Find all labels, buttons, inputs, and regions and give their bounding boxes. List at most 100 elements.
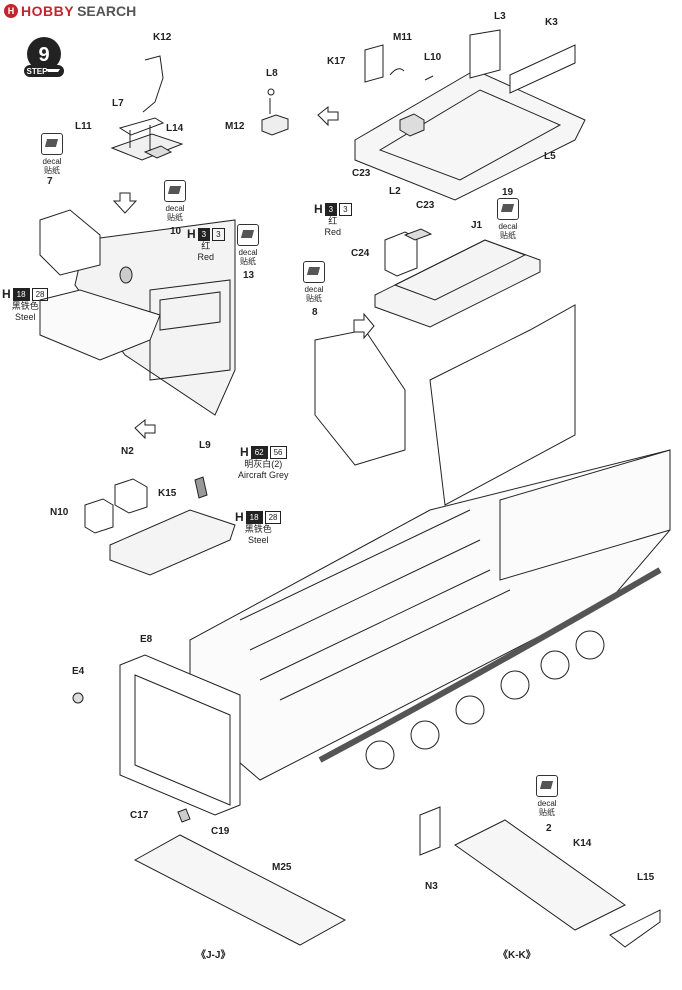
- paint-code: 62: [250, 445, 268, 459]
- decal-label: decal: [498, 222, 518, 231]
- floor-plate-assembly: [354, 29, 586, 201]
- part-label: C24: [351, 248, 370, 259]
- part-label: N3: [425, 881, 438, 892]
- part-label: 19: [502, 187, 514, 198]
- main-hull: [189, 304, 671, 781]
- paint-name-cn: 黑铁色: [11, 301, 39, 312]
- paint-name-cn: 明灰白(2): [244, 459, 283, 470]
- paint-code: 3: [212, 227, 225, 241]
- paint-name-cn: 红: [328, 216, 338, 227]
- decal-label-cn: 贴纸: [240, 257, 256, 267]
- paint-code: 56: [269, 445, 287, 459]
- paint-name-cn: 红: [201, 241, 211, 252]
- watermark: H HOBBY SEARCH: [4, 3, 136, 19]
- paint-code: 3: [324, 202, 338, 216]
- decal-marker: decal 贴纸: [488, 198, 528, 240]
- tank-icon: [46, 69, 60, 72]
- decal-marker: decal 贴纸: [294, 261, 334, 303]
- brand-name: HOBBY: [21, 3, 75, 19]
- paint-name: Steel: [247, 535, 269, 546]
- view-label-kk: 《K-K》: [498, 950, 536, 961]
- part-label: 8: [312, 307, 318, 318]
- step-label: STEP: [27, 67, 49, 76]
- part-label: N10: [50, 507, 69, 518]
- brand-name-rest: SEARCH: [77, 3, 137, 19]
- part-label: L8: [266, 68, 278, 79]
- part-label: K17: [327, 56, 346, 67]
- paint-code: 18: [12, 287, 30, 301]
- part-label: N2: [121, 446, 134, 457]
- paint-code: 3: [197, 227, 211, 241]
- decal-marker: decal 贴纸: [228, 224, 268, 266]
- decal-icon: [536, 775, 558, 797]
- decal-label: decal: [537, 799, 557, 808]
- part-label: K3: [545, 17, 558, 28]
- seat-bracket-assembly: [110, 55, 184, 161]
- part-label: L7: [112, 98, 124, 109]
- decal-icon: [164, 180, 186, 202]
- part-label: 2: [546, 823, 552, 834]
- paint-brand: H: [235, 510, 244, 524]
- part-label: 10: [170, 226, 182, 237]
- paint-name: Aircraft Grey: [238, 470, 289, 481]
- part-label: L5: [544, 151, 556, 162]
- paint-name: Red: [197, 252, 215, 263]
- part-label: L15: [637, 872, 655, 883]
- part-label: L14: [166, 123, 184, 134]
- part-label: L10: [424, 52, 442, 63]
- decal-label: decal: [42, 157, 62, 166]
- decal-label-cn: 贴纸: [539, 808, 555, 818]
- part-label: M25: [272, 862, 292, 873]
- decal-marker: decal 贴纸: [527, 775, 567, 817]
- part-label: K15: [158, 488, 177, 499]
- part-label: L3: [494, 11, 506, 22]
- decal-marker: decal 贴纸: [155, 180, 195, 222]
- paint-code: 18: [245, 510, 263, 524]
- part-label: L11: [75, 121, 92, 132]
- kk-plate: [419, 806, 661, 948]
- part-label: 7: [47, 176, 53, 187]
- decal-label: decal: [165, 204, 185, 213]
- part-label: C19: [211, 826, 230, 837]
- decal-icon: [303, 261, 325, 283]
- part-label: E8: [140, 634, 153, 645]
- step-badge: 9 STEP: [17, 36, 71, 78]
- bench-assembly: [374, 228, 541, 328]
- rear-door: [72, 654, 241, 816]
- part-label: E4: [72, 666, 85, 677]
- part-label: L9: [199, 440, 211, 451]
- paint-brand: H: [314, 202, 323, 216]
- step-number: 9: [38, 44, 49, 66]
- part-label: C23: [416, 200, 435, 211]
- paint-code: 28: [264, 510, 282, 524]
- direction-arrows: [112, 105, 375, 440]
- paint-brand: H: [240, 445, 249, 459]
- brand-logo-icon: H: [4, 4, 18, 18]
- decal-label-cn: 贴纸: [167, 213, 183, 223]
- left-wall-panel: [39, 209, 236, 416]
- paint-brand: H: [2, 287, 11, 301]
- paint-name-cn: 黑铁色: [244, 524, 272, 535]
- paint-name: Steel: [14, 312, 36, 323]
- paint-code: 28: [31, 287, 49, 301]
- seat-assembly: [84, 476, 236, 576]
- paint-code: 3: [339, 202, 352, 216]
- paint-name: Red: [324, 227, 342, 238]
- decal-icon: [497, 198, 519, 220]
- decal-label-cn: 贴纸: [306, 294, 322, 304]
- decal-label: decal: [238, 248, 258, 257]
- part-label: J1: [471, 220, 483, 231]
- decal-label-cn: 贴纸: [500, 231, 516, 241]
- part-label: M12: [225, 121, 245, 132]
- decal-label-cn: 贴纸: [44, 166, 60, 176]
- part-label: C17: [130, 810, 149, 821]
- part-label: M11: [393, 32, 412, 43]
- part-label: K14: [573, 838, 592, 849]
